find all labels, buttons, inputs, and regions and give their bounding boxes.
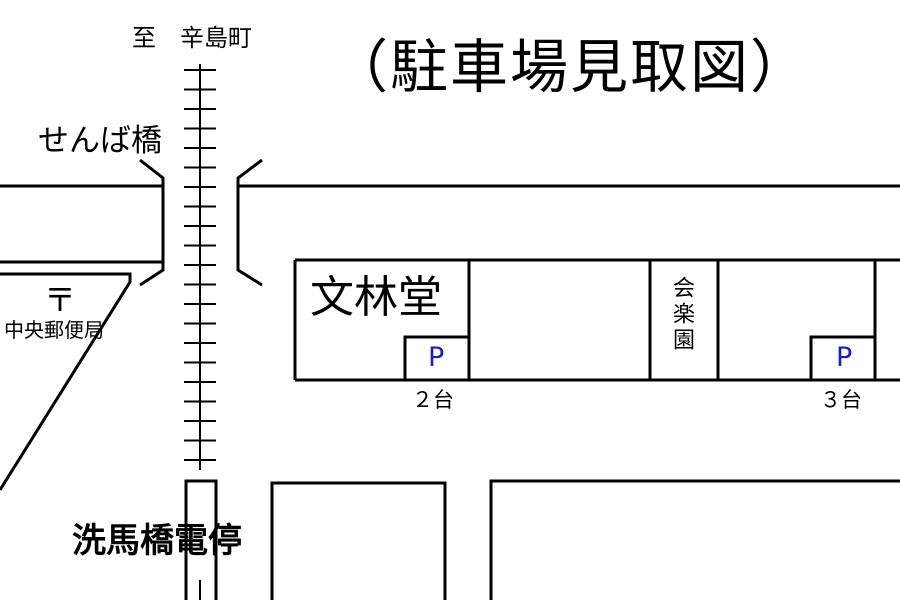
post-office-icon: 〒 <box>44 281 77 319</box>
map-title: （駐車場見取図） <box>330 33 811 101</box>
post-office-block <box>0 272 132 491</box>
hall-building <box>648 258 720 382</box>
shop-label: 文林堂 <box>310 272 442 323</box>
hall-label: 会楽園 <box>669 276 694 354</box>
bridge-parapet-east <box>236 158 263 287</box>
tram-stop-label: 洗馬橋電停 <box>72 521 242 561</box>
tram-track <box>184 64 216 600</box>
post-office-label: 中央郵便局 <box>4 318 104 342</box>
block-south-west <box>270 481 447 600</box>
parking-icon: P <box>836 342 853 373</box>
parking-icon: P <box>428 342 445 373</box>
bridge-parapet-west <box>139 158 165 287</box>
block-south-east <box>489 479 900 600</box>
destination-label: 至 辛島町 <box>132 24 252 52</box>
tram-stop-platform <box>184 479 218 600</box>
bridge-label: せんば橋 <box>38 123 162 159</box>
parking-count: ２台 <box>412 388 454 412</box>
parking-lot-1 <box>403 335 471 382</box>
parking-count: ３台 <box>820 388 862 412</box>
